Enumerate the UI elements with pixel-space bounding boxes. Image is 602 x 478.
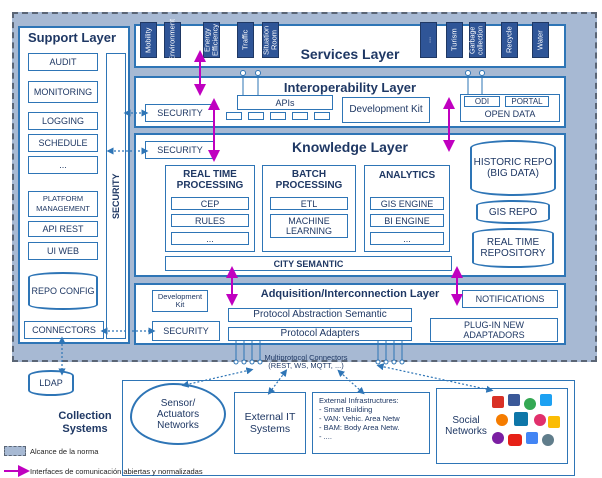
interoperability-layer-title: Interoperability Layer	[283, 80, 417, 95]
dotted-to-external-it	[267, 369, 288, 395]
legend-scope-swatch	[4, 446, 26, 456]
plugin-adapters-box: PLUG-IN NEW ADAPTADORS	[430, 318, 558, 342]
realtime-processing-title: REAL TIME PROCESSING	[176, 169, 244, 191]
social-logo-lightblue	[540, 394, 552, 406]
rules-box: RULES	[171, 214, 249, 227]
social-networks-label: Social Networks	[445, 415, 487, 437]
social-logo-yellow	[548, 416, 560, 428]
analytics-title: ANALYTICS	[378, 170, 436, 181]
knowledge-layer-title: Knowledge Layer	[292, 139, 408, 155]
support-item-api-rest: API REST	[28, 221, 98, 237]
legend-scope-text: Alcance de la norma	[30, 447, 99, 456]
support-item-schedule: SCHEDULE	[28, 134, 98, 152]
dotted-to-social	[376, 363, 494, 393]
support-item-ui-web: UI WEB	[28, 242, 98, 260]
collection-systems-title: Collection Systems	[58, 410, 112, 435]
analytics-ellipsis-box: ...	[370, 232, 444, 245]
external-infra-item-3: - BAM: Body Area Netw.	[319, 423, 400, 432]
multiprotocol-connectors-label: Multiprotocol Connectors (REST, WS, MQTT…	[250, 352, 362, 372]
api-slot-2	[248, 112, 264, 120]
legend-interfaces-text: Interfaces de comunicación abiertas y no…	[30, 467, 203, 476]
external-infra-title: External Infrastructures:	[319, 396, 399, 405]
adquisition-security: SECURITY	[152, 321, 220, 341]
api-pins	[240, 70, 485, 95]
social-logo-orange	[496, 414, 508, 426]
api-slot-1	[226, 112, 242, 120]
multiprotocol-connectors-protocols: (REST, WS, MQTT, ...)	[268, 361, 344, 370]
cep-box: CEP	[171, 197, 249, 210]
api-slot-4	[292, 112, 308, 120]
support-item-platform-management: PLATFORM MANAGEMENT	[28, 191, 98, 217]
social-logo-purple	[492, 432, 504, 444]
social-networks-logos	[492, 394, 564, 458]
external-infra-item-1: - Smart Building	[319, 405, 373, 414]
api-slot-3	[270, 112, 286, 120]
sensor-actuators-label: Sensor/ Actuators Networks	[156, 397, 200, 431]
realtime-ellipsis-box: ...	[171, 232, 249, 245]
external-infrastructures-box: External Infrastructures: - Smart Buildi…	[312, 392, 430, 454]
social-logo-red2	[508, 434, 522, 446]
adquisition-development-kit: Development Kit	[152, 290, 208, 312]
etl-box: ETL	[270, 197, 348, 210]
ldap-cylinder: LDAP	[28, 370, 74, 396]
support-item-monitoring: MONITORING	[28, 81, 98, 103]
social-logo-green	[524, 398, 536, 410]
support-item-ellipsis: ...	[28, 156, 98, 174]
dotted-to-sensor	[181, 367, 254, 388]
adquisition-layer-title: Adquisition/Interconnection Layer	[260, 288, 440, 300]
support-layer-title: Support Layer	[27, 30, 117, 45]
sensor-actuators-cloud	[130, 383, 226, 445]
social-logo-blue2	[526, 432, 538, 444]
odi-box: ODI	[464, 96, 500, 107]
gis-repo-cylinder: GIS REPO	[476, 200, 550, 224]
repo-config-cylinder: REPO CONFIG	[28, 272, 98, 310]
services-layer-title: Services Layer	[300, 46, 400, 62]
historic-repo-cylinder: HISTORIC REPO (BIG DATA)	[470, 140, 556, 196]
interop-development-kit: Development Kit	[342, 97, 430, 123]
protocol-adapters: Protocol Adapters	[228, 327, 412, 341]
multiprotocol-pins	[233, 341, 405, 365]
social-logo-navy	[514, 412, 528, 426]
support-item-logging: LOGGING	[28, 112, 98, 130]
portal-box: PORTAL	[505, 96, 549, 107]
external-infra-item-4: - ....	[319, 432, 332, 441]
dotted-to-infra	[337, 369, 365, 395]
bi-engine-box: BI ENGINE	[370, 214, 444, 227]
open-data-label: OPEN DATA	[484, 109, 536, 119]
social-logo-grey	[542, 434, 554, 446]
api-slot-5	[314, 112, 330, 120]
interop-apis: APIs	[237, 95, 333, 110]
machine-learning-box: MACHINE LEARNING	[270, 214, 348, 238]
realtime-repository-cylinder: REAL TIME REPOSITORY	[472, 228, 554, 268]
external-it-systems-box: External IT Systems	[234, 392, 306, 454]
social-logo-pink	[534, 414, 546, 426]
batch-processing-title: BATCH PROCESSING	[275, 169, 343, 191]
gis-engine-box: GIS ENGINE	[370, 197, 444, 210]
protocol-abstraction-semantic: Protocol Abstraction Semantic	[228, 308, 412, 322]
multiprotocol-connectors-text: Multiprotocol Connectors	[264, 353, 348, 362]
social-logo-blue	[508, 394, 520, 406]
support-item-audit: AUDIT	[28, 53, 98, 71]
social-logo-red	[492, 396, 504, 408]
external-infra-item-2: - VAN: Vehic. Area Netw	[319, 414, 400, 423]
